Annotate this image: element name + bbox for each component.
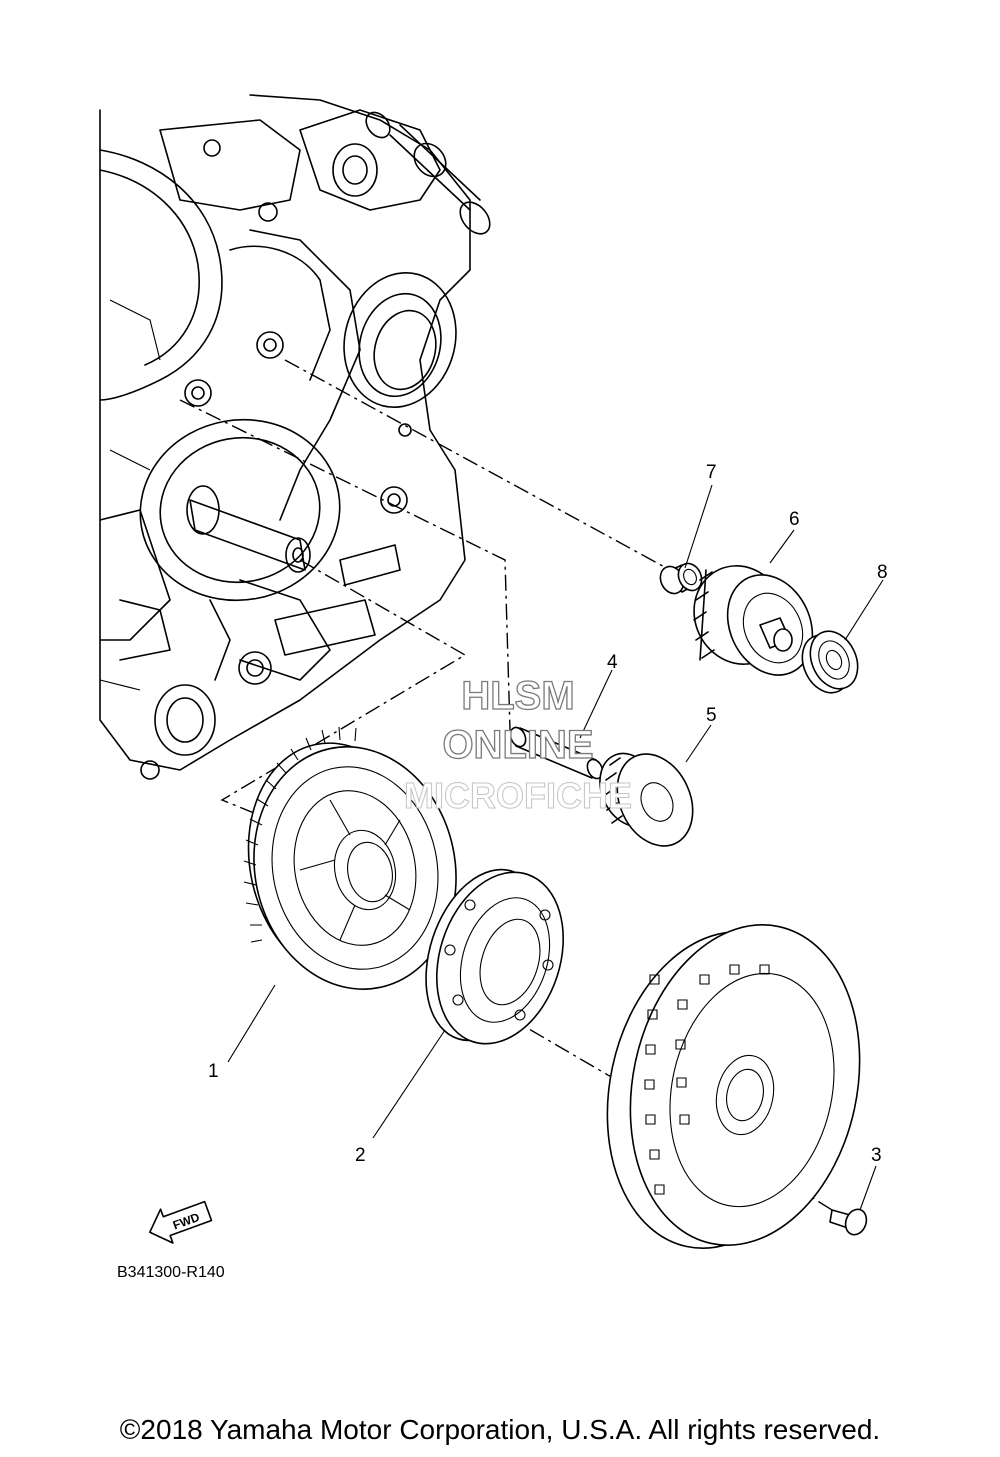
watermark-line-2: ONLINE bbox=[442, 723, 593, 767]
starter-clutch bbox=[425, 868, 565, 1045]
needle-bearing bbox=[659, 562, 703, 595]
watermark-line-1: HLSM bbox=[461, 674, 574, 718]
idler-shaft bbox=[509, 726, 604, 780]
watermark-line-3: MICROFICHE bbox=[404, 775, 632, 816]
idler-gear bbox=[693, 565, 814, 676]
diagram-reference-code: B341300-R140 bbox=[117, 1264, 225, 1281]
callout-leaders bbox=[227, 484, 884, 1211]
generator-rotor bbox=[606, 924, 861, 1249]
callout-2: 2 bbox=[355, 1145, 366, 1166]
callout-5: 5 bbox=[706, 705, 717, 726]
callout-3: 3 bbox=[871, 1145, 882, 1166]
callout-1: 1 bbox=[208, 1061, 219, 1082]
callout-6: 6 bbox=[789, 509, 800, 530]
watermark: HLSM ONLINE MICROFICHE bbox=[404, 673, 633, 816]
small-gear bbox=[599, 752, 694, 847]
rotor-bolt bbox=[829, 1208, 868, 1236]
ball-bearing bbox=[801, 630, 859, 694]
fwd-arrow: FWD bbox=[149, 1200, 213, 1244]
callout-4: 4 bbox=[607, 652, 618, 673]
copyright-notice: ©2018 Yamaha Motor Corporation, U.S.A. A… bbox=[119, 1414, 881, 1445]
starter-driven-gear bbox=[243, 726, 457, 990]
callout-8: 8 bbox=[877, 562, 888, 583]
callout-7: 7 bbox=[706, 462, 717, 483]
engine-crankcase bbox=[99, 94, 491, 780]
